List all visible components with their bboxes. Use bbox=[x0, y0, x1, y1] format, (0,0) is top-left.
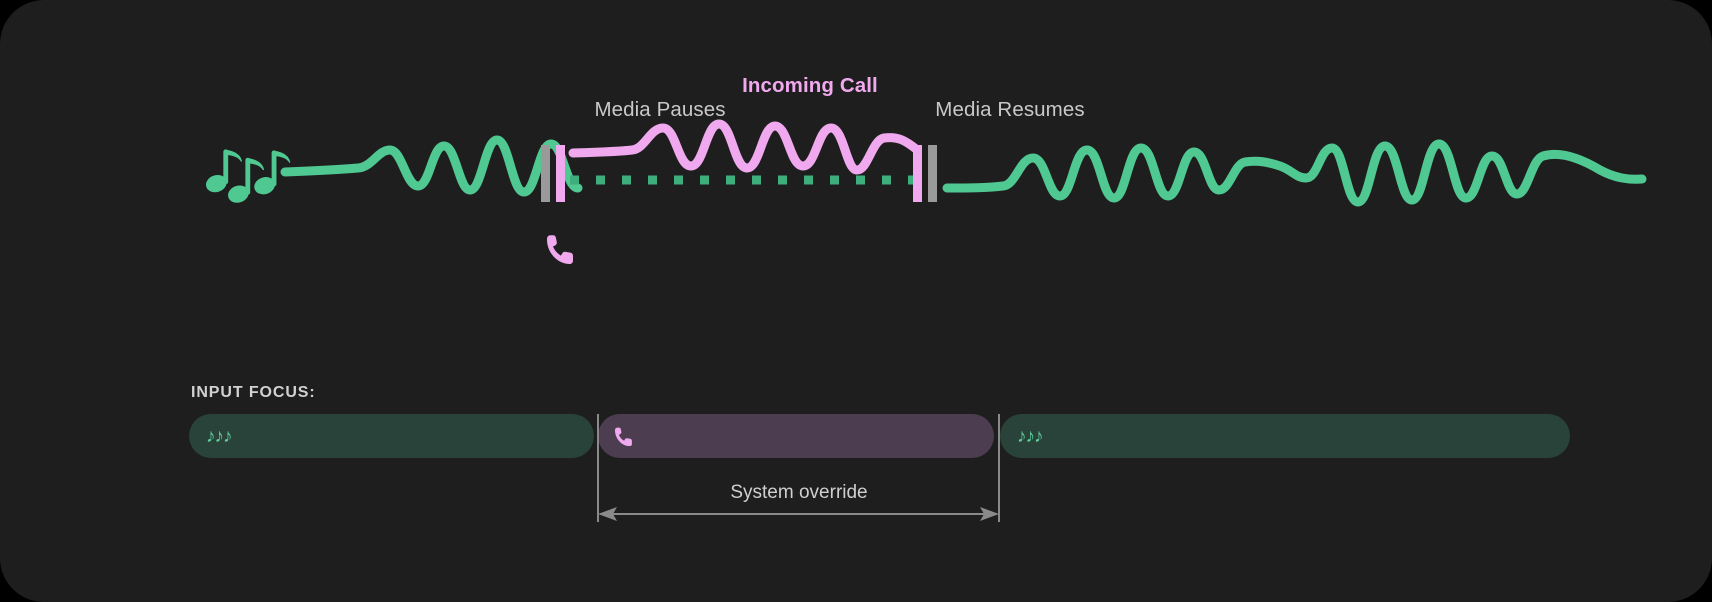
music-notes-icon: ♪♪♪ bbox=[206, 427, 232, 446]
resume-marker-gray bbox=[928, 145, 937, 202]
label-media-pauses: Media Pauses bbox=[594, 98, 726, 121]
media-waveform-left bbox=[280, 135, 583, 197]
system-override-label: System override bbox=[730, 482, 868, 503]
input-focus-title: INPUT FOCUS: bbox=[191, 384, 316, 401]
label-media-resumes: Media Resumes bbox=[935, 98, 1085, 121]
music-notes-icon bbox=[205, 149, 291, 203]
override-arrow-head-left bbox=[598, 507, 617, 521]
override-arrow-head-right bbox=[980, 507, 999, 521]
media-waveform-right bbox=[942, 139, 1647, 207]
audio-timeline: Media Pauses Incoming Call Media Resumes bbox=[205, 74, 1647, 265]
override-bracket-graphics bbox=[597, 414, 1000, 522]
music-notes-icon: ♪♪♪ bbox=[1017, 427, 1043, 446]
pause-marker-pink bbox=[556, 145, 565, 202]
resume-marker-pink bbox=[913, 145, 922, 202]
phone-handset-glyph bbox=[615, 427, 632, 446]
incoming-call-waveform bbox=[568, 119, 921, 175]
phone-handset-icon bbox=[547, 235, 573, 265]
music-notes-glyph: ♪♪♪ bbox=[206, 425, 232, 447]
focus-segment-media-after[interactable]: ♪♪♪ bbox=[1000, 414, 1570, 458]
system-override-bracket: System override bbox=[0, 410, 1712, 530]
label-incoming-call: Incoming Call bbox=[742, 74, 878, 97]
pause-marker-gray bbox=[541, 145, 550, 202]
focus-segment-media-before[interactable]: ♪♪♪ bbox=[189, 414, 594, 458]
input-focus-track: ♪♪♪ ♪♪♪ bbox=[0, 414, 1712, 458]
music-notes-glyph: ♪♪♪ bbox=[1017, 425, 1043, 447]
phone-handset-icon bbox=[615, 426, 635, 446]
focus-segment-call-active[interactable] bbox=[598, 414, 994, 458]
timeline-graphics bbox=[205, 119, 1647, 265]
